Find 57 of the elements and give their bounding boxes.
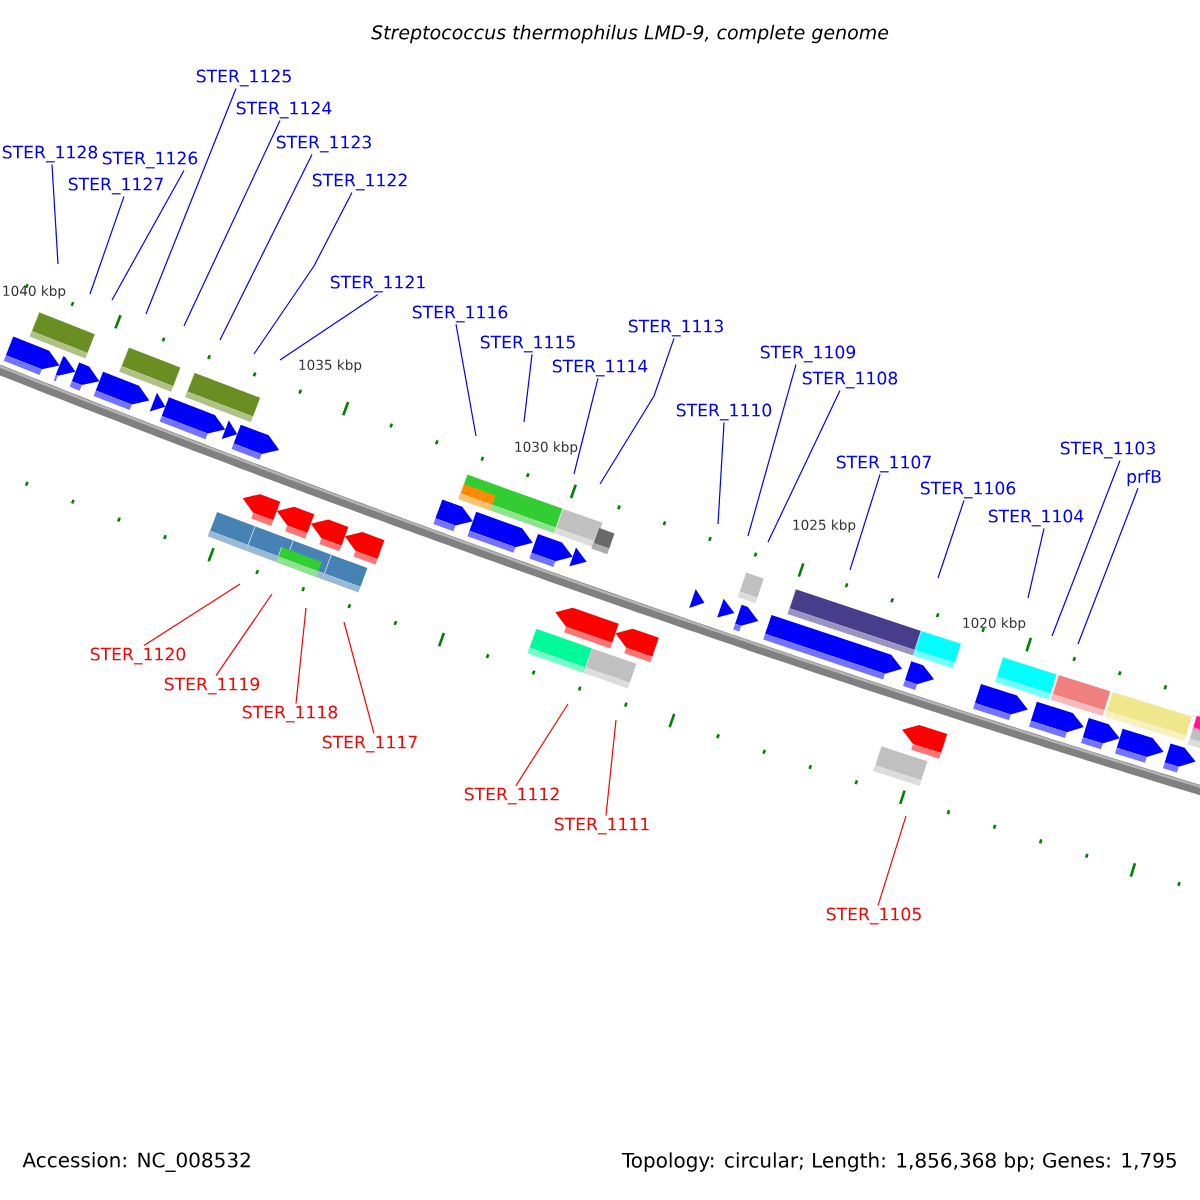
leader-line (343, 621, 375, 735)
leader-line (143, 583, 241, 647)
gene-label: STER_1123 (276, 135, 371, 153)
leader-line (215, 593, 273, 677)
gene-label: STER_1110 (676, 403, 772, 421)
leader-line (295, 607, 307, 705)
leader-line (111, 169, 185, 301)
gene-label: STER_1108 (802, 371, 898, 389)
gene-label: STER_1126 (102, 151, 198, 169)
gene-label: STER_1117 (322, 735, 417, 753)
leader-line (767, 389, 841, 543)
gene-label: STER_1103 (1060, 441, 1155, 459)
leader-line (849, 473, 881, 571)
leader-line (1051, 459, 1121, 637)
leader-line (145, 87, 237, 315)
gene-label: STER_1107 (836, 455, 931, 473)
leader-line (89, 195, 125, 295)
gene-label: STER_1105 (826, 907, 921, 925)
gene-label: STER_1121 (330, 275, 425, 293)
gene-label: STER_1104 (988, 509, 1084, 527)
leader-line (717, 421, 725, 525)
gene-label: STER_1128 (2, 145, 98, 163)
gene-label: STER_1118 (242, 705, 338, 723)
gene-label: STER_1124 (236, 101, 332, 119)
leader-line (51, 163, 59, 265)
gene-label: STER_1115 (480, 335, 575, 353)
leader-line (747, 363, 797, 537)
gene-label: STER_1122 (312, 173, 407, 191)
leader-line (877, 815, 907, 907)
gene-label: STER_1111 (554, 817, 649, 835)
gene-label: STER_1112 (464, 787, 559, 805)
leader-line (1077, 487, 1139, 645)
leader-line (219, 153, 313, 341)
title: Streptococcus thermophilus LMD-9, complete genome (371, 24, 889, 44)
gene-label: STER_1109 (760, 345, 856, 363)
leader-line (605, 719, 617, 817)
footer-text: Topology: circular; Length: 1,856,368 bp; Genes: 1,795 (621, 1152, 1176, 1172)
leader-line (515, 703, 569, 787)
leader-line (253, 191, 353, 355)
leader-line (573, 377, 599, 475)
gene-label: STER_1113 (628, 319, 723, 337)
leader-line (937, 499, 965, 579)
gene-label: STER_1119 (164, 677, 260, 695)
gene-label: STER_1127 (68, 177, 163, 195)
gene-label: STER_1114 (552, 359, 648, 377)
leader-line (183, 119, 281, 327)
leader-line (1027, 527, 1045, 599)
leader-line (279, 293, 379, 361)
leader-line (455, 323, 477, 437)
leader-line (599, 337, 675, 485)
gene-label: STER_1120 (90, 647, 186, 665)
leader-line (523, 353, 533, 423)
gene-label: prfB (1127, 469, 1161, 487)
gene-label: STER_1125 (196, 69, 291, 87)
gene-label: STER_1116 (412, 305, 508, 323)
gene-label: STER_1106 (920, 481, 1016, 499)
footer-text: Accession: NC_008532 (22, 1152, 250, 1172)
